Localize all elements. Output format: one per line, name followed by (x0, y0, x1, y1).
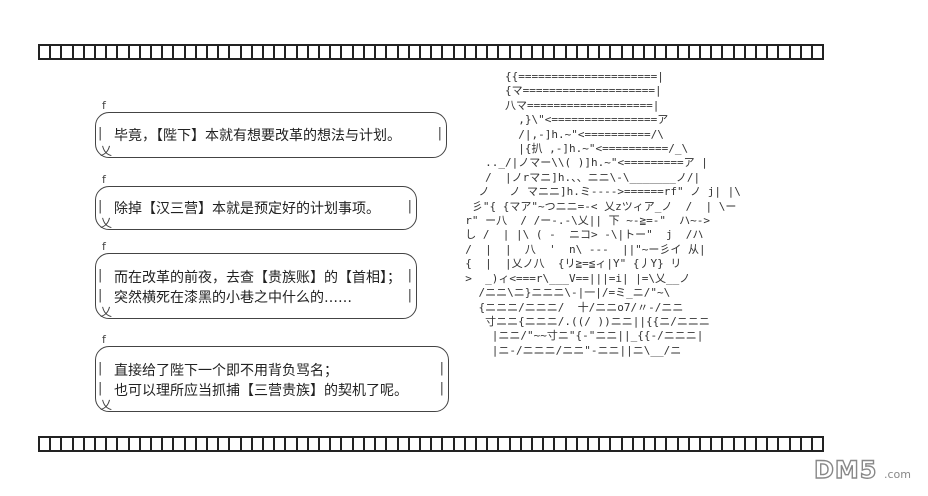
speech-bubble-3: f | 而在改革的前夜，去查【贵族账】的【首相】； | | 突然横死在漆黑的小巷… (95, 240, 417, 319)
speech-bubble-2: f | 除掉【汉三营】本就是预定好的计划事项。 | 乂 (95, 173, 417, 230)
ascii-art-figure: {{=====================| {マ=============… (465, 70, 741, 357)
bubble-1-line-1: 毕竟，【陛下】本就有想要改革的想法与计划。 (114, 128, 401, 144)
watermark-suffix: .com (884, 468, 911, 481)
watermark-logo: DM5 .com (813, 455, 914, 484)
watermark-main: DM5 (813, 455, 878, 484)
film-strip-top (38, 44, 824, 60)
bubble-4-line-1: 直接给了陛下一个即不用背负骂名； (114, 363, 338, 379)
speech-bubble-4: f | 直接给了陛下一个即不用背负骂名； | | 也可以理所应当抓捕【三营贵族】… (95, 333, 449, 412)
bubble-2-line-1: 除掉【汉三营】本就是预定好的计划事项。 (114, 201, 380, 217)
bubble-4-line-2: 也可以理所应当抓捕【三营贵族】的契机了呢。 (114, 383, 408, 399)
bubble-3-line-2: 突然横死在漆黑的小巷之中什么的…… (114, 290, 352, 306)
film-strip-bottom (38, 436, 824, 452)
speech-bubble-1: f | 毕竟，【陛下】本就有想要改革的想法与计划。 | 乂 (95, 99, 447, 158)
bubble-3-line-1: 而在改革的前夜，去查【贵族账】的【首相】； (114, 270, 401, 286)
